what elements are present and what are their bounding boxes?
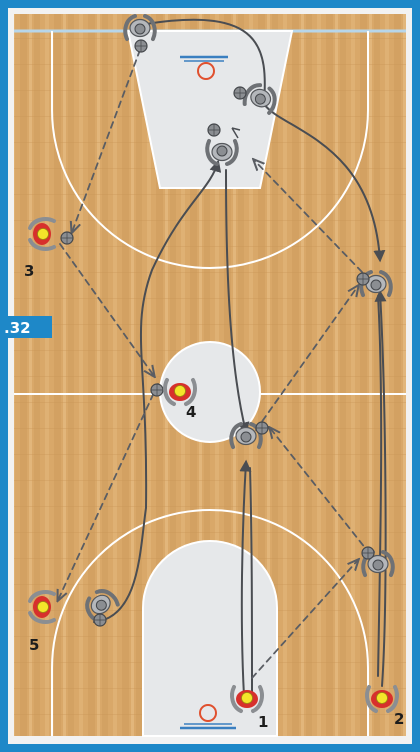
figure-number-badge: .32 [0,316,52,338]
svg-text:.32: .32 [4,319,31,337]
svg-text:5: 5 [29,636,39,654]
svg-text:4: 4 [186,403,196,421]
ball-center [151,384,163,396]
ball-left-wing [61,232,73,244]
svg-text:2: 2 [394,710,404,728]
svg-text:3: 3 [24,262,34,280]
svg-text:1: 1 [258,713,268,731]
